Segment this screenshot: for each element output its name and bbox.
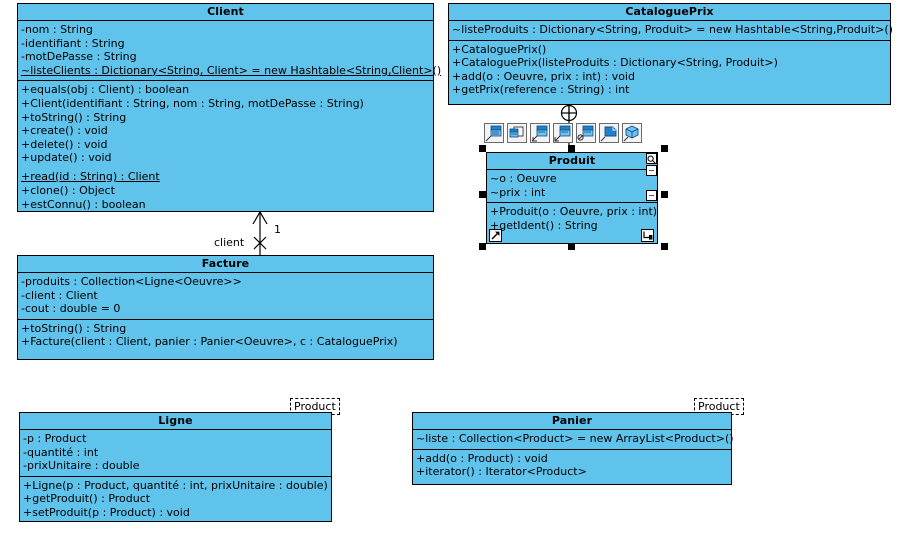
attribute-row: -motDePasse : String — [21, 50, 137, 64]
class-box-panier[interactable]: Panier ~liste : Collection<Product> = ne… — [412, 412, 734, 485]
operation-row: +Facture(client : Client, panier : Panie… — [21, 335, 398, 349]
association-multiplicity-label: 1 — [274, 223, 281, 236]
zoom-to-element-icon[interactable] — [646, 153, 657, 164]
operation-row: +getIdent() : String — [490, 218, 598, 232]
operation-row: +getPrix(reference : String) : int — [452, 83, 630, 97]
operation-row: +CataloguePrix(listeProduits : Dictionar… — [452, 56, 778, 70]
operation-row: +equals(obj : Client) : boolean — [21, 83, 190, 97]
operation-row: +delete() : void — [21, 137, 108, 151]
attribute-row: -p : Product — [23, 432, 87, 445]
create-association-icon[interactable] — [530, 123, 550, 143]
selection-handle-sw[interactable] — [479, 243, 486, 250]
selection-handle-nw[interactable] — [479, 145, 486, 152]
class-title-ligne: Ligne — [20, 413, 331, 430]
class-box-facture[interactable]: Facture -produits : Collection<Ligne<Oeu… — [17, 255, 434, 360]
attribute-row: -client : Client — [21, 288, 98, 302]
operations-compartment-panier: +add(o : Product) : void +iterator() : I… — [413, 448, 731, 482]
create-generalization-icon[interactable] — [553, 123, 573, 143]
association-role-label: client — [214, 236, 245, 249]
selection-handle-w[interactable] — [479, 191, 486, 198]
selection-handle-s[interactable] — [568, 243, 575, 250]
attributes-compartment-catalogueprix: ~listeProduits : Dictionary<String, Prod… — [449, 21, 893, 40]
collapse-attributes-button[interactable]: − — [646, 165, 657, 176]
operation-row: +Ligne(p : Product, quantité : int, prix… — [23, 478, 328, 492]
create-note-icon[interactable] — [599, 123, 619, 143]
operation-row: +toString() : String — [21, 110, 127, 124]
attribute-row: ~prix : int — [490, 185, 546, 199]
attribute-row: -cout : double = 0 — [21, 302, 121, 316]
operation-row: +CataloguePrix() — [452, 42, 547, 56]
operation-row: +Produit(o : Oeuvre, prix : int) — [490, 205, 658, 219]
operation-row: +iterator() : Iterator<Product> — [416, 465, 587, 479]
operation-row: +setProduit(p : Product) : void — [23, 505, 190, 519]
collapse-operations-button[interactable]: − — [646, 190, 657, 201]
attribute-row: -produits : Collection<Ligne<Oeuvre>> — [21, 275, 242, 288]
template-parameter-box-ligne: Product — [290, 398, 340, 415]
operation-row: +create() : void — [21, 124, 108, 138]
class-title-facture: Facture — [18, 256, 433, 273]
operations-compartment-produit: +Produit(o : Oeuvre, prix : int) +getIde… — [487, 202, 657, 235]
operation-row: +toString() : String — [21, 321, 127, 335]
attribute-row: ~listeClients : Dictionary<String, Clien… — [21, 63, 442, 77]
operation-row: +update() : void — [21, 151, 112, 165]
operation-row: +add(o : Oeuvre, prix : int) : void — [452, 69, 635, 83]
operation-row: +Client(identifiant : String, nom : Stri… — [21, 96, 364, 110]
association-client-facture[interactable] — [252, 210, 268, 256]
class-title-client: Client — [18, 4, 433, 21]
class-title-panier: Panier — [413, 413, 731, 430]
operation-row: +estConnu() : boolean — [21, 197, 146, 211]
attribute-row: -identifiant : String — [21, 36, 125, 50]
operation-row: +getProduit() : Product — [23, 492, 151, 506]
create-dependency-icon[interactable] — [576, 123, 596, 143]
element-creation-toolbar[interactable] — [484, 123, 642, 143]
class-box-produit[interactable]: Produit ~o : Oeuvre ~prix : int +Produit… — [486, 152, 658, 244]
attribute-row: ~listeProduits : Dictionary<String, Prod… — [452, 23, 893, 36]
operation-row: +add(o : Product) : void — [416, 451, 548, 465]
attributes-compartment-ligne: -p : Product -quantité : int -prixUnitai… — [20, 430, 331, 476]
attributes-compartment-produit: ~o : Oeuvre ~prix : int — [487, 170, 657, 202]
operation-row: +read(id : String) : Client — [21, 169, 160, 183]
selection-handle-n[interactable] — [568, 145, 575, 152]
attribute-row: ~liste : Collection<Product> = new Array… — [416, 432, 734, 445]
attributes-compartment-panier: ~liste : Collection<Product> = new Array… — [413, 430, 734, 449]
operations-compartment-catalogueprix: +CataloguePrix() +CataloguePrix(listePro… — [449, 39, 890, 100]
selection-handle-se[interactable] — [661, 243, 668, 250]
class-box-client[interactable]: Client -nom : String -identifiant : Stri… — [17, 3, 442, 214]
class-box-catalogueprix[interactable]: CataloguePrix ~listeProduits : Dictionar… — [448, 3, 893, 105]
class-title-catalogueprix: CataloguePrix — [449, 4, 890, 21]
selection-handle-ne[interactable] — [661, 145, 668, 152]
create-nested-class-icon[interactable] — [507, 123, 527, 143]
operation-row: +clone() : Object — [21, 183, 115, 197]
resize-grip-icon[interactable] — [641, 229, 654, 242]
attribute-row: ~o : Oeuvre — [490, 172, 557, 185]
attributes-compartment-facture: -produits : Collection<Ligne<Oeuvre>> -c… — [18, 273, 433, 319]
class-title-produit: Produit — [487, 153, 657, 170]
attribute-row: -quantité : int — [23, 445, 99, 459]
operations-compartment-client: +equals(obj : Client) : boolean +Client(… — [18, 80, 433, 214]
attribute-row: -prixUnitaire : double — [23, 459, 140, 473]
operations-compartment-facture: +toString() : String +Facture(client : C… — [18, 318, 433, 352]
operations-compartment-ligne: +Ligne(p : Product, quantité : int, prix… — [20, 475, 331, 523]
attribute-row: -nom : String — [21, 23, 93, 36]
navigate-to-source-icon[interactable] — [489, 229, 502, 242]
class-box-ligne[interactable]: Ligne -p : Product -quantité : int -prix… — [19, 412, 332, 522]
create-class-icon[interactable] — [484, 123, 504, 143]
selection-handle-e[interactable] — [661, 191, 668, 198]
attributes-compartment-client: -nom : String -identifiant : String -mot… — [18, 21, 442, 80]
create-component-icon[interactable] — [622, 123, 642, 143]
